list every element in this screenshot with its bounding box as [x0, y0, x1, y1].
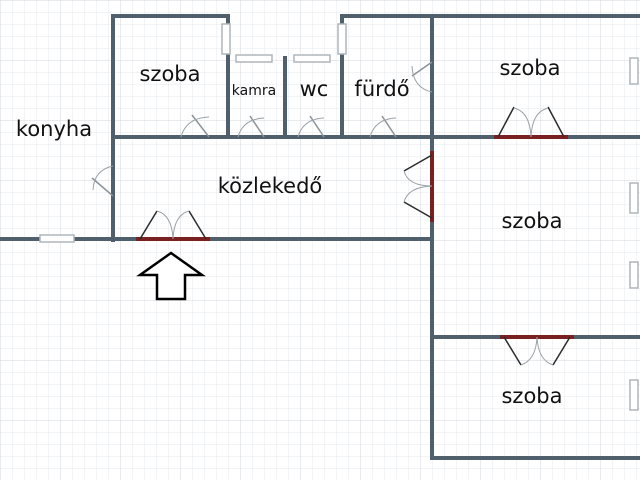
door-swing-icon: [136, 210, 210, 241]
door-swing-icon: [297, 115, 325, 139]
door-swing-icon: [403, 151, 434, 222]
door-swing-icon: [91, 165, 115, 197]
door-swing-icon: [369, 115, 397, 139]
door-swing-icon: [500, 335, 574, 366]
arrow-up-icon: [136, 251, 206, 301]
window-icon: [629, 57, 639, 85]
window-icon: [293, 54, 331, 63]
door-swing-icon: [237, 115, 265, 139]
window-icon: [629, 379, 639, 411]
room-label-kitchen: konyha: [16, 117, 92, 141]
door-swing-icon: [180, 114, 210, 139]
room-label-middle-right-room: szoba: [501, 209, 562, 233]
room-label-top-left-room: szoba: [139, 62, 200, 86]
room-label-toilet: wc: [300, 77, 329, 101]
window-icon: [629, 261, 639, 289]
room-label-hallway: közlekedő: [218, 174, 323, 198]
room-label-pantry: kamra: [232, 83, 276, 99]
room-label-bathroom: fürdő: [354, 77, 409, 101]
window-icon: [629, 182, 639, 214]
door-swing-icon: [411, 61, 434, 93]
window-icon: [39, 234, 75, 243]
doors-double: [136, 106, 574, 366]
window-icon: [235, 54, 273, 63]
window-icon: [221, 23, 231, 55]
windows: [39, 23, 639, 411]
window-icon: [337, 23, 347, 55]
room-label-top-right-room: szoba: [499, 56, 560, 80]
door-swing-icon: [494, 106, 568, 139]
room-label-bottom-right-room: szoba: [501, 384, 562, 408]
doors-single: [91, 61, 434, 197]
